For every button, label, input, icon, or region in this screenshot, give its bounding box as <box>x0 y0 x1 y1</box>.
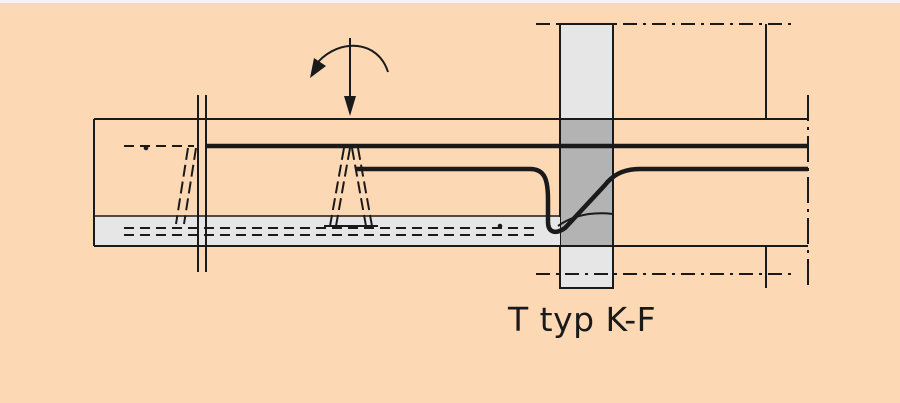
reinforcement <box>124 143 808 236</box>
lattice-girders <box>175 147 378 227</box>
wall-column <box>559 23 614 289</box>
hook-bar <box>356 166 808 235</box>
precast-plank <box>94 217 560 246</box>
down-arrow-icon <box>344 38 356 116</box>
section-break-lines <box>536 23 809 288</box>
rotate-arrow-icon <box>310 44 389 78</box>
type-label: T typ K-F <box>508 300 657 339</box>
slab <box>93 118 808 247</box>
slab-break <box>197 95 207 272</box>
top-border <box>0 0 900 3</box>
